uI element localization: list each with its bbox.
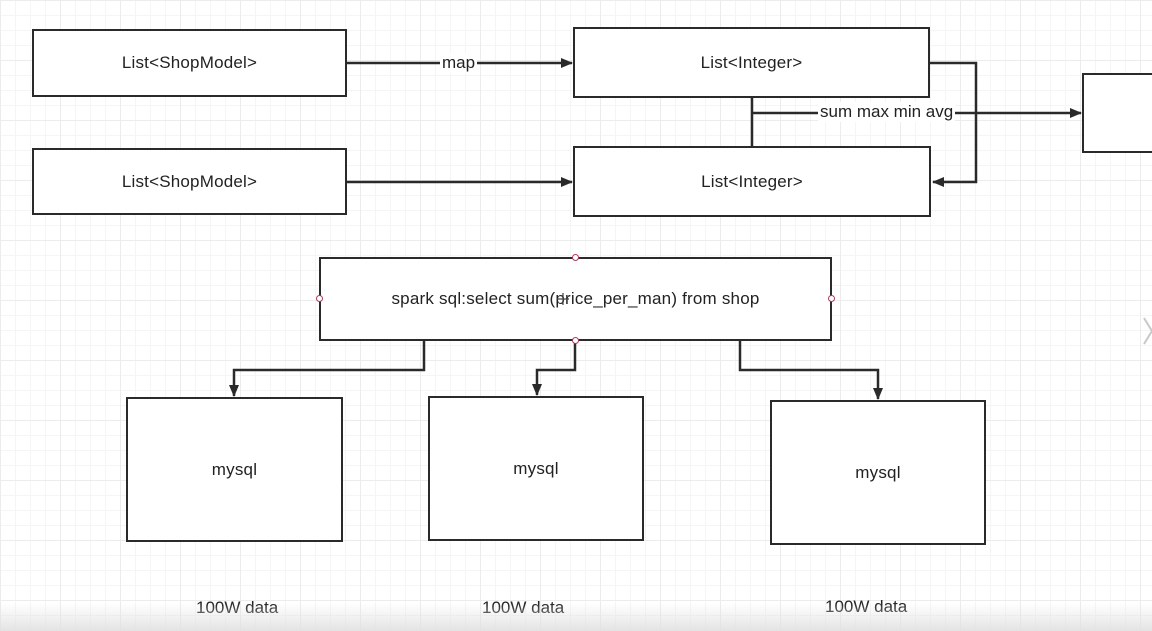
spark-sql-box[interactable]: spark sql:select sum(price_per_man) from… <box>319 257 832 341</box>
aggregate-edge-label: sum max min avg <box>818 102 956 122</box>
shop-model-list-box-1[interactable]: List<ShopModel> <box>32 29 347 97</box>
bottom-fade <box>0 603 1152 631</box>
bottom-resize-handle[interactable] <box>572 337 579 344</box>
mysql-node-3[interactable]: mysql <box>770 400 986 545</box>
shop-model-list-label-2: List<ShopModel> <box>121 171 258 191</box>
spark-sql-label: spark sql:select sum(price_per_man) from… <box>391 289 760 308</box>
shop-model-list-label-1: List<ShopModel> <box>121 53 258 72</box>
left-resize-handle[interactable] <box>316 295 323 302</box>
integer-list-box-1[interactable]: List<Integer> <box>573 27 930 98</box>
spark-to-mysql-3-arrow <box>738 340 883 400</box>
mysql-label-2: mysql <box>513 458 559 478</box>
mysql-node-1[interactable]: mysql <box>126 397 343 542</box>
top-resize-handle[interactable] <box>572 254 579 261</box>
integer-list-box-2[interactable]: List<Integer> <box>573 146 931 217</box>
integer-list-label-1: List<Integer> <box>700 52 803 72</box>
integer-list-label-2: List<Integer> <box>701 171 803 191</box>
right-resize-handle[interactable] <box>828 295 835 302</box>
aggregate-result-box[interactable] <box>1082 73 1152 153</box>
spark-to-mysql-1-arrow <box>229 340 426 397</box>
map-edge-label: map <box>440 53 478 73</box>
loop-arrow <box>930 61 978 187</box>
shop-model-list-box-2[interactable]: List<ShopModel> <box>32 148 347 215</box>
mysql-label-1: mysql <box>211 459 258 479</box>
spark-to-mysql-2-arrow <box>532 340 577 396</box>
mysql-node-2[interactable]: mysql <box>428 396 644 541</box>
mysql-label-3: mysql <box>855 462 901 482</box>
